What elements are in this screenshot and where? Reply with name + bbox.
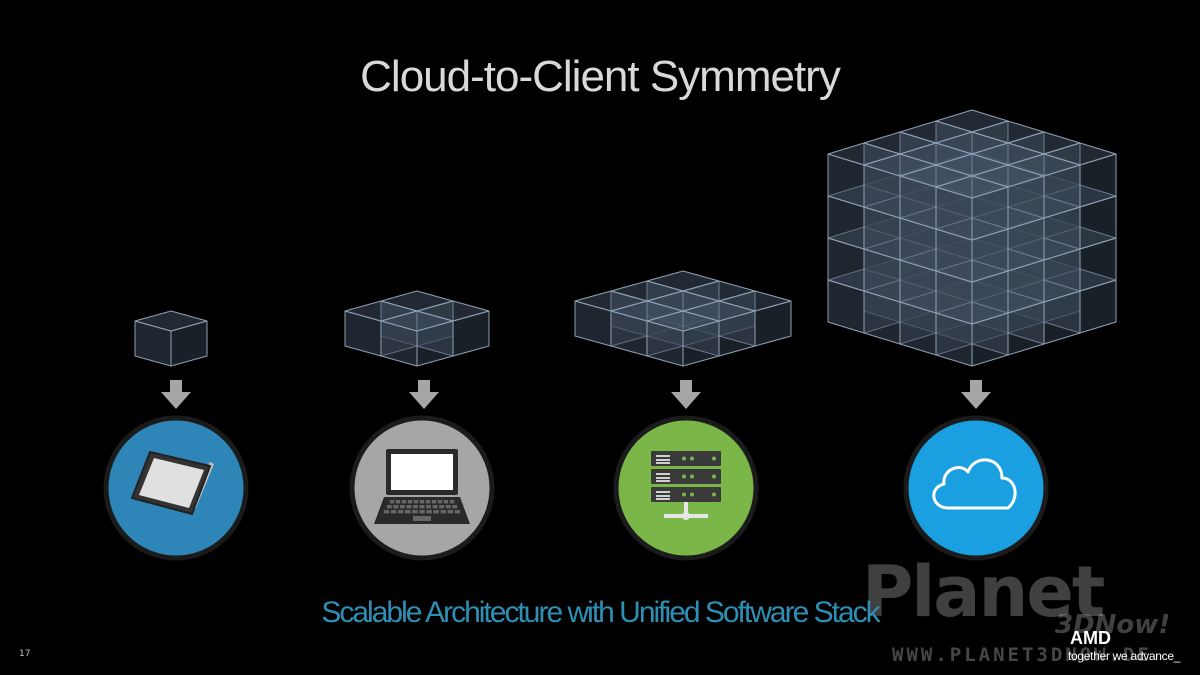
cube-stack-2x2x1	[344, 290, 490, 367]
laptop-icon	[374, 449, 470, 524]
down-arrow-server	[671, 380, 701, 409]
tier-laptop	[349, 415, 495, 561]
tier-tablet	[103, 415, 249, 561]
compute-cubes	[134, 109, 1117, 367]
amd-tagline: together we advance_	[1068, 649, 1181, 663]
tablet-icon	[131, 451, 214, 515]
cube-stack-3x3x1	[574, 270, 792, 367]
tier-cloud	[903, 415, 1049, 561]
down-arrow-cloud	[961, 380, 991, 409]
server-icon	[651, 451, 721, 520]
page-number: 17	[19, 649, 31, 659]
cloud-circle	[903, 415, 1049, 561]
cube-stack-1x1x1	[134, 310, 208, 367]
watermark-url: WWW.PLANET3DNOW.DE	[892, 644, 1152, 666]
down-arrow-tablet	[161, 380, 191, 409]
tier-server	[613, 415, 759, 561]
cube-stack-4x4x4	[827, 109, 1117, 367]
slide-title: Cloud-to-Client Symmetry	[360, 52, 841, 101]
down-arrow-laptop	[409, 380, 439, 409]
cloud-icon	[932, 458, 1017, 510]
slide-subtitle: Scalable Architecture with Unified Softw…	[321, 596, 880, 629]
watermark-name: Planet	[862, 551, 1105, 633]
watermark-sub: 3DNow!	[1055, 610, 1171, 640]
amd-logo: AMD	[1070, 628, 1111, 648]
down-arrows	[161, 380, 991, 409]
